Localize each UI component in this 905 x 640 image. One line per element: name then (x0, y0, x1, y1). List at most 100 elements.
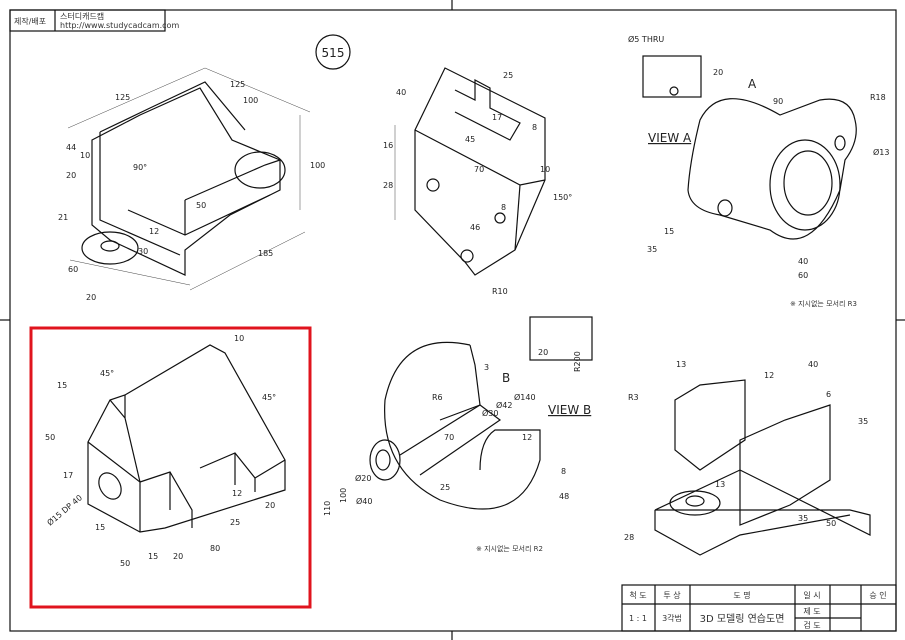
dimension-label: Ø20 (355, 473, 371, 483)
dimension-label: 20 (265, 501, 275, 510)
dimension-label: 8 (561, 467, 566, 476)
dimension-label: 40 (798, 257, 808, 266)
dimension-label: 45° (262, 393, 276, 402)
dimension-label: 25 (230, 518, 240, 527)
dimension-label: R3 (628, 393, 639, 402)
dimension-label: 515 (322, 46, 345, 60)
dimension-label: 6 (826, 390, 831, 399)
dimension-label: Ø30 (482, 408, 498, 418)
dimension-label: 3 (484, 363, 489, 372)
dimension-label: 90° (133, 163, 147, 172)
title-block: 척 도 투 상 도 명 일 시 승 인 1 : 1 3각법 3D 모델링 연습도… (621, 584, 897, 632)
dimension-label: 12 (522, 433, 532, 442)
dimension-label: 150° (553, 193, 572, 202)
dimension-label: 40 (808, 360, 818, 369)
dimension-label: 50 (45, 433, 55, 442)
dimension-label: 척 도 (629, 591, 646, 600)
dimension-label: 25 (503, 71, 513, 80)
producer-url[interactable]: http://www.studycadcam.com (60, 21, 179, 30)
view-a-label: VIEW A (648, 131, 692, 145)
producer-label: 제작/배포 (14, 16, 46, 26)
dimension-label: 60 (68, 265, 78, 274)
dimension-label: 승 인 (869, 590, 886, 600)
dimension-label: R10 (492, 287, 508, 296)
dimension-label: 제 도 (803, 607, 820, 616)
dimension-label: Ø140 (514, 392, 536, 402)
dimension-label: 21 (58, 213, 68, 222)
dimension-label: 28 (383, 181, 393, 190)
dimension-label: 15 (57, 381, 67, 390)
dimension-label: 17 (492, 113, 502, 122)
view-b-label: VIEW B (548, 403, 591, 417)
dimension-label: 15 (664, 227, 674, 236)
dimension-label: 125 (115, 93, 130, 102)
dimension-label: 48 (559, 492, 569, 501)
dimension-label: 일 시 (803, 591, 820, 600)
sheet-number-badge: 515 (315, 34, 351, 70)
dimension-label: Ø5 THRU (628, 34, 664, 44)
dimension-label: 20 (713, 68, 723, 77)
producer-name: 스터디캐드캠 (60, 11, 104, 21)
dimension-label: 25 (440, 483, 450, 492)
dimension-label: 50 (196, 201, 206, 210)
dimension-label: Ø13 (873, 147, 889, 157)
dimension-label: 12 (764, 371, 774, 380)
note-r3: ※ 지시없는 모서리 R3 (790, 299, 857, 308)
dimension-label: Ø42 (496, 400, 512, 410)
dimension-label: R200 (573, 351, 582, 372)
dimension-label: 1 : 1 (629, 614, 647, 623)
dimension-label: 90 (773, 97, 783, 106)
dimension-label: 80 (210, 544, 220, 553)
dimension-label: 60 (798, 271, 808, 280)
dimension-label: 50 (826, 519, 836, 528)
dimension-label: 12 (149, 227, 159, 236)
dimension-label: 40 (396, 88, 406, 97)
dimension-label: 35 (798, 514, 808, 523)
dimension-label: 3D 모델링 연습도면 (700, 613, 785, 625)
part6-drawing: 40 13 12 6 R3 35 13 35 50 28 (624, 360, 871, 556)
dimension-label: 도 명 (733, 590, 750, 600)
dimension-label: 20 (538, 348, 548, 357)
sheet-border (9, 9, 897, 632)
dimension-label: 20 (173, 552, 183, 561)
highlight-box (29, 326, 312, 609)
dimension-label: 45° (100, 369, 114, 378)
part1-drawing: 125 125 100 44 10 20 90° 100 50 12 21 30… (58, 67, 325, 302)
dimension-label: 100 (310, 161, 325, 170)
dimension-label: 70 (474, 165, 484, 174)
producer-block: 제작/배포 스터디캐드캠 http://www.studycadcam.com (9, 9, 179, 32)
part2-drawing: 40 25 17 8 45 16 70 28 10 150° 8 46 R10 (383, 67, 572, 296)
dimension-label: 17 (63, 471, 73, 480)
dimension-label: 10 (80, 151, 90, 160)
dimension-label: 46 (470, 223, 480, 232)
dimension-label: 15 (148, 552, 158, 561)
dimension-label: Ø40 (356, 496, 372, 506)
dimension-label: B (502, 371, 510, 385)
dimension-label: A (748, 77, 757, 91)
dimension-label: 50 (120, 559, 130, 568)
dimension-label: 투 상 (663, 590, 681, 600)
dimension-label: R6 (432, 393, 443, 402)
dimension-label: 검 도 (803, 620, 820, 630)
part4-drawing: 10 45° 15 45° 50 17 Ø15 DP 40 12 20 15 2… (45, 334, 286, 568)
dimension-label: 10 (234, 334, 244, 343)
dimension-label: 100 (339, 488, 348, 503)
dimension-label: 10 (540, 165, 550, 174)
dimension-label: 13 (676, 360, 686, 369)
dimension-label: 20 (86, 293, 96, 302)
dimension-label: 70 (444, 433, 454, 442)
dimension-label: Ø15 DP 40 (45, 492, 84, 527)
dimension-label: 30 (138, 247, 148, 256)
dimension-label: 28 (624, 533, 634, 542)
dimension-label: 44 (66, 143, 76, 152)
dimension-label: R18 (870, 93, 886, 102)
dimension-label: 8 (532, 123, 537, 132)
dimension-label: 15 (95, 523, 105, 532)
note-r2: ※ 지시없는 모서리 R2 (476, 544, 543, 553)
dimension-label: 20 (66, 171, 76, 180)
dimension-label: 13 (715, 480, 725, 489)
dimension-label: 16 (383, 141, 393, 150)
dimension-label: 125 (230, 80, 245, 89)
part3-drawing: Ø5 THRU 20 A 90 R18 Ø13 15 35 40 60 VIEW… (628, 34, 889, 308)
